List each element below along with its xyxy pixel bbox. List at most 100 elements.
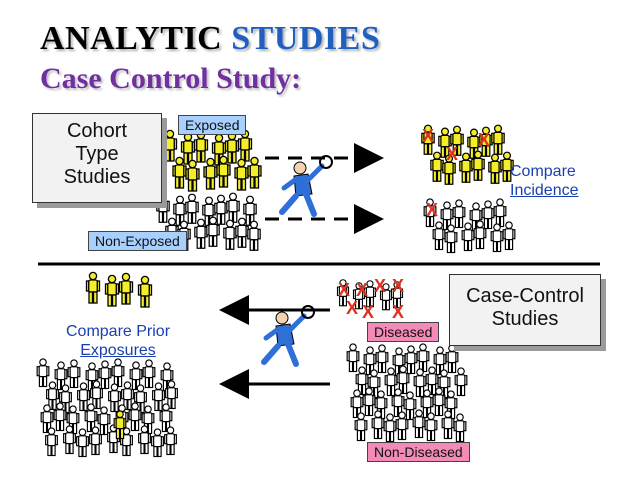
- person-figure: [461, 222, 475, 252]
- person-figure: [444, 390, 458, 420]
- person-figure: [416, 343, 430, 373]
- person-figure: [500, 151, 514, 182]
- person-figure: [84, 403, 98, 433]
- person-figure: [185, 159, 200, 192]
- compare-exposures-text: Compare Prior Exposures: [48, 322, 188, 360]
- person-figure: [430, 151, 444, 182]
- person-figure: [247, 220, 261, 251]
- person-figure: [437, 369, 451, 399]
- person-figure: [76, 428, 89, 458]
- person-figure: [346, 343, 360, 373]
- compare-incidence-line-1: Compare: [510, 163, 576, 180]
- person-figure: [234, 158, 249, 191]
- page-title: ANALYTIC STUDIES: [40, 20, 380, 58]
- person-figure: [214, 194, 228, 225]
- person-figure: [336, 279, 350, 307]
- person-figure: [493, 198, 507, 228]
- title-word-analytic: ANALYTIC: [40, 20, 223, 57]
- person-figure: [354, 412, 368, 442]
- cohort-line-2: Type: [75, 143, 119, 165]
- person-figure: [441, 410, 455, 440]
- person-figure: [454, 367, 468, 397]
- person-figure: [362, 387, 376, 417]
- person-figure: [453, 413, 467, 443]
- walking-researcher-top: [279, 155, 333, 217]
- person-figure: [45, 427, 58, 457]
- cohort-line-1: Cohort: [66, 120, 128, 142]
- person-figure: [89, 426, 102, 456]
- person-figure: [111, 358, 125, 388]
- person-figure: [67, 359, 81, 389]
- person-figure: [491, 124, 505, 155]
- person-figure: [63, 425, 76, 455]
- person-figure: [216, 155, 231, 188]
- person-figure: [108, 383, 121, 413]
- person-figure: [412, 409, 426, 439]
- person-figure: [404, 345, 418, 375]
- cohort-line-3: Studies: [63, 166, 131, 188]
- person-figure: [152, 382, 165, 412]
- person-figure: [226, 192, 240, 223]
- person-figure: [224, 131, 240, 164]
- person-figure: [392, 347, 406, 377]
- case-x-mark: X: [426, 200, 438, 220]
- person-figure: [159, 403, 173, 433]
- case-x-mark: X: [362, 302, 374, 322]
- person-figure: [444, 224, 458, 254]
- cohort-studies-box: Cohort Type Studies: [32, 113, 162, 203]
- person-figure: [438, 127, 452, 158]
- compare-incidence-text: Compare Incidence: [510, 162, 579, 200]
- person-figure: [54, 361, 68, 391]
- case-x-mark: X: [392, 276, 404, 296]
- case-control-line-2: Studies: [491, 308, 559, 330]
- person-figure: [396, 365, 410, 395]
- person-figure: [142, 359, 156, 389]
- person-figure: [120, 427, 133, 457]
- person-figure: [352, 282, 366, 310]
- person-figure: [379, 283, 393, 311]
- person-figure: [118, 272, 134, 305]
- case-x-mark: X: [422, 126, 434, 146]
- person-figure: [403, 391, 417, 421]
- person-figure: [203, 157, 218, 190]
- person-figure: [97, 406, 111, 436]
- person-figure: [423, 198, 437, 228]
- person-figure: [85, 362, 99, 392]
- case-x-mark: X: [356, 280, 368, 300]
- person-figure: [98, 360, 112, 390]
- case-control-line-1: Case-Control: [466, 285, 584, 307]
- person-figure: [390, 281, 404, 309]
- person-figure: [151, 428, 164, 458]
- walking-researcher-bottom: [261, 305, 315, 367]
- person-figure: [442, 154, 456, 185]
- person-figure: [375, 344, 389, 374]
- person-figure: [129, 361, 143, 391]
- person-figure: [137, 275, 153, 308]
- person-figure: [383, 413, 397, 443]
- person-figure: [162, 129, 178, 162]
- person-figure: [421, 124, 435, 155]
- person-figure: [363, 346, 377, 376]
- person-figures-group: [36, 124, 516, 458]
- person-figure: [502, 221, 516, 251]
- person-figure: [452, 199, 466, 229]
- person-figure: [40, 404, 54, 434]
- exposed-label: Exposed: [178, 115, 247, 135]
- person-figure: [206, 216, 220, 247]
- person-figure: [113, 410, 127, 440]
- compare-incidence-line-2: Incidence: [510, 182, 579, 199]
- person-figure: [445, 344, 459, 374]
- person-figure: [77, 382, 90, 412]
- person-figure: [424, 412, 438, 442]
- person-figure: [53, 402, 67, 432]
- person-figure: [367, 369, 381, 399]
- person-figure: [481, 200, 495, 230]
- case-x-mark: X: [478, 130, 490, 150]
- person-figure: [202, 196, 216, 227]
- page-subtitle: Case Control Study:: [40, 62, 302, 95]
- person-figure: [66, 405, 80, 435]
- person-figure: [473, 220, 487, 250]
- person-figure: [490, 223, 504, 253]
- non-diseased-label: Non-Diseased: [367, 442, 470, 462]
